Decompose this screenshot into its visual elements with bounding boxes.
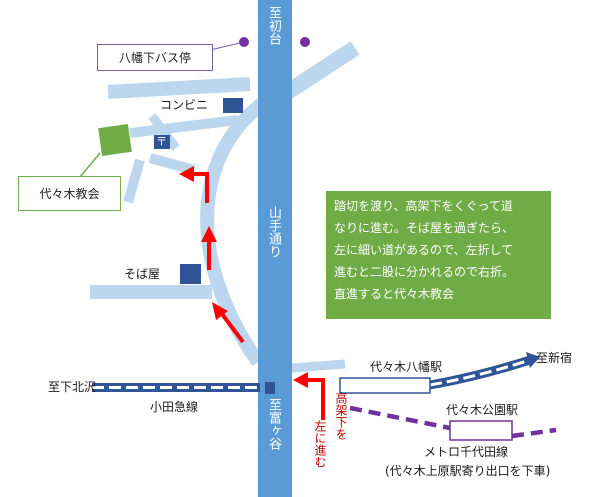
bus-stop-marker-west [239,37,249,47]
streets [90,41,360,373]
note-line: なりに進む。そば屋を過ぎたら、 [334,221,515,235]
street-diagonal-ne [275,41,360,104]
to-shinjuku-label: 至新宿 [536,351,573,365]
note-line: 左に細い道があるので、左折して [334,243,514,257]
yamate-dori-road [258,0,292,497]
to-hatsudai-label: 至初台 [266,6,281,45]
yamate-dori-label: 山手通り [266,206,281,258]
metro-chiyoda-line [349,405,557,439]
odakyu-shinjuku-arrow [526,352,540,368]
route-arrow [220,312,245,344]
odakyu-line [92,355,532,392]
convenience-store-label: コンビニ [160,98,209,112]
exit-note-label: (代々木上原駅寄り出口を下車) [385,464,551,478]
yoyogi-hachiman-station-marker [339,377,431,394]
yoyogi-koen-station-marker [449,420,513,441]
street-station-east [291,359,346,373]
note-line: 踏切を渡り、高架下をくぐって道 [334,199,513,213]
under-viaduct-label: 高架下を [334,392,348,440]
directions-note: 踏切を渡り、高架下をくぐって道 なりに進む。そば屋を過ぎたら、 左に細い道がある… [326,191,551,319]
street-upper [107,77,251,99]
convenience-store-marker [223,98,243,113]
turn-left-label: 左に進む [313,420,327,468]
metro-chiyoda-line-label: メトロ千代田線 [424,445,509,459]
route-arrow-head [201,226,217,242]
church-label: 代々木教会 [18,176,121,211]
to-tomigaya-label: 至富ヶ谷 [266,398,281,450]
route-arrow-head [212,302,228,320]
to-shimokitazawa-label: 至下北沢 [48,380,97,394]
post-office-icon [154,135,170,149]
tomigaya-intersection-marker [265,382,275,394]
note-line: 進むと二股に分かれるので右折。 [334,265,515,279]
bus-stop-callout-line [209,42,241,51]
church-marker [98,124,132,156]
post-office-mark: 〒 [156,135,167,148]
church-callout-line [79,152,101,178]
street-branch-upper [148,113,180,151]
soba-shop-label: そば屋 [124,267,161,281]
street-branch-lower [148,153,196,175]
bus-stop-marker-east [300,37,310,47]
street-curve [200,98,267,366]
route-arrows [179,166,325,420]
bus-stop-label: 八幡下バス停 [97,44,213,71]
route-arrow-head [179,166,194,182]
route-arrow [306,378,325,420]
route-arrow-head [293,372,308,388]
yoyogi-hachiman-station-label: 代々木八幡駅 [370,360,443,374]
yoyogi-koen-station-label: 代々木公園駅 [446,403,519,417]
soba-shop-marker [180,264,201,284]
street-west-spur [123,158,145,204]
odakyu-line-label: 小田急線 [150,400,199,414]
street-middle [129,115,239,138]
route-arrow [192,172,209,203]
note-line: 直進すると代々木教会 [334,287,455,301]
